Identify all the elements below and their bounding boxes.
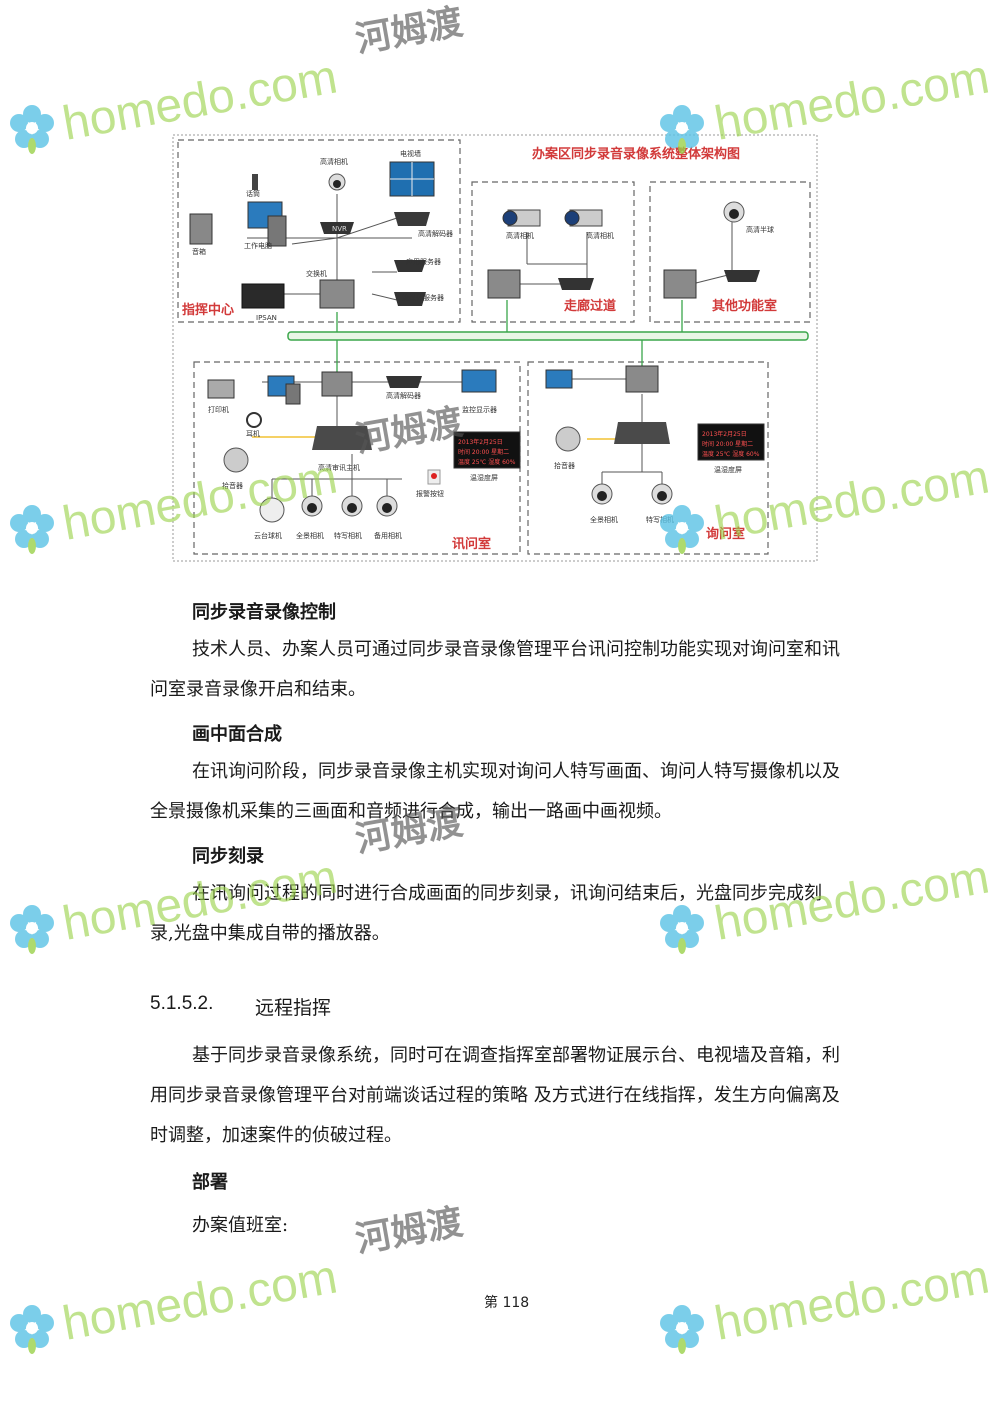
label-corridor-cam-1: 高清相机 <box>506 231 534 240</box>
zone-inquiry-room <box>527 361 769 555</box>
label-workstation: 工作电脑 <box>244 241 272 250</box>
paragraph-sync-control-text: 技术人员、办案人员可通过同步录音录像管理平台讯问控制功能实现对询问室和讯问室录音… <box>150 639 840 700</box>
svg-text:河姆渡: 河姆渡 <box>352 2 465 61</box>
led-date-2: 2013年2月25日 <box>702 430 747 438</box>
zone-label-command-center: 指挥中心 <box>182 302 234 318</box>
label-recorder-host: 高清审讯主机 <box>318 463 360 472</box>
label-tv-wall: 电视墙 <box>400 149 421 158</box>
paragraph-burn: 在讯询问过程的同时进行合成画面的同步刻录，讯询问结束后，光盘同步完成刻录,光盘中… <box>150 874 840 954</box>
label-speaker: 音箱 <box>192 247 206 256</box>
diagram-title: 办案区同步录音录像系统整体架构图 <box>532 146 740 162</box>
label-nvr: NVR <box>332 225 347 233</box>
label-pickup: 拾音器 <box>222 481 243 490</box>
label-media-server: 流媒体服务器 <box>402 293 444 302</box>
watermark-top-left: homedo.com 河姆渡 <box>10 2 466 154</box>
label-alarm-button: 报警按钮 <box>416 489 444 498</box>
label-intercom: 话筒 <box>246 189 260 198</box>
paragraph-pip: 在讯询问阶段，同步录音录像主机实现对询问人特写画面、询问人特写摄像机以及全景摄像… <box>150 752 840 832</box>
label-ipsan: IPSAN <box>256 314 277 322</box>
led-temp-2: 温度 25℃ 湿度 60% <box>702 450 760 458</box>
label-temp-screen-2: 温湿度屏 <box>714 465 742 474</box>
architecture-diagram: 办案区同步录音录像系统整体架构图 <box>172 134 818 562</box>
heading-sync-control: 同步录音录像控制 <box>192 602 336 623</box>
label-panorama-cam-2: 全景相机 <box>590 515 618 524</box>
label-app-server: 应用服务器 <box>406 257 441 266</box>
section-number: 5.1.5.2. <box>150 993 214 1014</box>
led-time-2: 时间 20:00 星期二 <box>702 440 753 448</box>
paragraph-pip-text: 在讯询问阶段，同步录音录像主机实现对询问人特写画面、询问人特写摄像机以及全景摄像… <box>150 761 840 822</box>
label-switch: 交换机 <box>306 269 327 278</box>
label-backup-cam: 备用相机 <box>374 531 402 540</box>
label-headset: 耳机 <box>246 429 260 438</box>
label-pickup-2: 拾音器 <box>554 461 575 470</box>
label-closeup-cam: 特写相机 <box>334 531 362 540</box>
label-monitor: 监控显示器 <box>462 405 497 414</box>
zone-label-inquiry-room: 询问室 <box>706 526 745 542</box>
zone-other-rooms <box>649 181 811 323</box>
zone-command-center <box>177 139 461 323</box>
led-date: 2013年2月25日 <box>458 438 503 446</box>
paragraph-burn-text: 在讯询问过程的同时进行合成画面的同步刻录，讯询问结束后，光盘同步完成刻录,光盘中… <box>150 883 822 944</box>
led-temp: 温度 25℃ 湿度 60% <box>458 458 516 466</box>
led-screen <box>453 431 521 469</box>
network-backbone <box>287 331 809 341</box>
label-temp-screen: 温湿度屏 <box>470 473 498 482</box>
paragraph-remote-command: 基于同步录音录像系统，同时可在调查指挥室部署物证展示台、电视墙及音箱，利用同步录… <box>150 1036 840 1156</box>
label-panorama-cam: 全景相机 <box>296 531 324 540</box>
label-corridor-cam-2: 高清相机 <box>586 231 614 240</box>
label-ptz-cam: 云台球机 <box>254 531 282 540</box>
section-title: 远程指挥 <box>255 997 332 1019</box>
zone-label-corridor: 走廊过道 <box>564 298 616 314</box>
label-printer: 打印机 <box>208 405 229 414</box>
paragraph-remote-command-text: 基于同步录音录像系统，同时可在调查指挥室部署物证展示台、电视墙及音箱，利用同步录… <box>150 1045 840 1146</box>
label-hd-camera: 高清相机 <box>320 157 348 166</box>
label-closeup-cam-2: 特写相机 <box>646 515 674 524</box>
heading-pip: 画中面合成 <box>192 724 282 745</box>
led-time: 时间 20:00 星期二 <box>458 448 509 456</box>
paragraph-sync-control: 技术人员、办案人员可通过同步录音录像管理平台讯问控制功能实现对询问室和讯问室录音… <box>150 630 840 710</box>
label-dome-cam: 高清半球 <box>746 225 774 234</box>
paragraph-duty-room: 办案值班室: <box>192 1215 289 1236</box>
svg-text:homedo.com: homedo.com <box>711 1250 992 1350</box>
zone-corridor <box>471 181 635 323</box>
zone-label-other-rooms: 其他功能室 <box>712 298 777 314</box>
heading-deployment: 部署 <box>192 1172 228 1193</box>
label-hd-decoder-2: 高清解码器 <box>386 391 421 400</box>
watermark-bottom-right: homedo.com <box>660 1250 992 1354</box>
page-number: 第 118 <box>484 1295 530 1311</box>
label-hd-decoder: 高清解码器 <box>418 229 453 238</box>
heading-burn: 同步刻录 <box>192 846 264 867</box>
svg-text:homedo.com: homedo.com <box>59 1250 341 1350</box>
zone-label-interrogation-room: 讯问室 <box>452 536 491 552</box>
